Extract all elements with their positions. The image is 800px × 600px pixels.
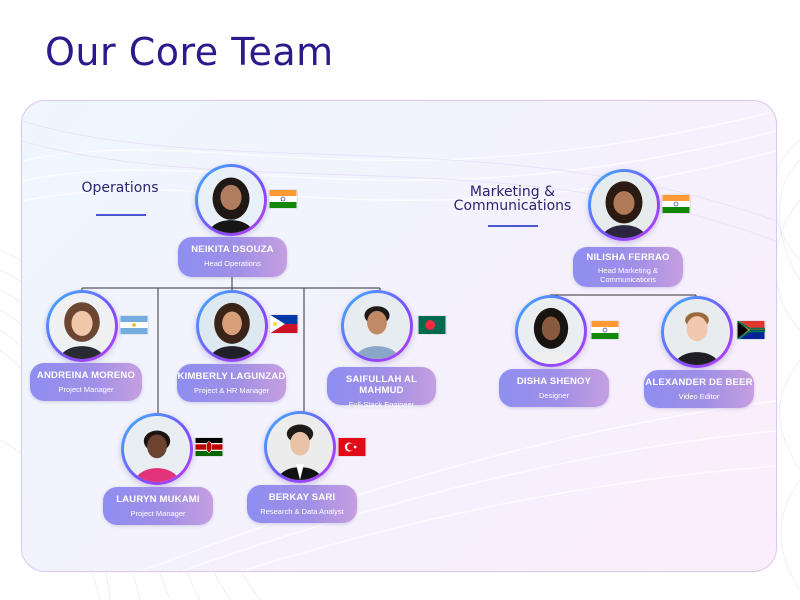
section-label-marketing: Marketing & Communications (440, 185, 585, 213)
person-name: BERKAY SARI (268, 492, 336, 503)
avatar-kimberly-lagunzad (196, 290, 268, 362)
person-role: Project Manager (130, 509, 186, 518)
namecard-lauryn-mukami: LAURYN MUKAMI Project Manager (103, 487, 213, 525)
avatar-alexander-de-beer (661, 296, 733, 368)
flag-south-africa-icon (737, 321, 765, 339)
person-name: DISHA SHENOY (516, 376, 592, 387)
namecard-nilisha-ferrao: NILISHA FERRAO Head Marketing & Communic… (573, 247, 683, 287)
person-name: ALEXANDER DE BEER (645, 377, 753, 388)
avatar-lauryn-mukami (121, 413, 193, 485)
person-name: SAIFULLAH AL MAHMUD (345, 374, 418, 396)
namecard-neikita-dsouza: NEIKITA DSOUZA Head Operations (178, 237, 287, 277)
namecard-disha-shenoy: DISHA SHENOY Designer (499, 369, 609, 407)
namecard-saifullah-al-mahmud: SAIFULLAH AL MAHMUD Full-Stack Engineer (327, 367, 436, 409)
flag-kenya-icon (195, 438, 223, 456)
person-role-line1: Head Marketing & (597, 266, 659, 275)
namecard-alexander-de-beer: ALEXANDER DE BEER Video Editor (644, 370, 754, 408)
person-role: Project & HR Manager (193, 386, 270, 395)
namecard-berkay-sari: BERKAY SARI Research & Data Analyst (247, 485, 357, 523)
person-role: Video Editor (678, 392, 720, 401)
person-role: Full-Stack Engineer (348, 400, 415, 409)
namecard-kimberly-lagunzad: KIMBERLY LAGUNZAD Project & HR Manager (177, 364, 286, 402)
person-name: ANDREINA MORENO (36, 370, 136, 381)
flag-philippines-icon (270, 315, 298, 333)
card-wave-pattern (22, 110, 776, 571)
person-name: NEIKITA DSOUZA (191, 244, 274, 255)
avatar-nilisha-ferrao (588, 169, 660, 241)
namecard-andreina-moreno: ANDREINA MORENO Project Manager (30, 363, 142, 401)
person-role: Project Manager (58, 385, 114, 394)
person-name: NILISHA FERRAO (586, 252, 670, 263)
flag-bangladesh-icon (418, 316, 446, 334)
person-name: KIMBERLY LAGUNZAD (177, 371, 286, 382)
flag-india-icon (269, 190, 297, 208)
section-label-operations: Operations (70, 181, 170, 195)
avatar-saifullah-al-mahmud (341, 290, 413, 362)
person-role: Head Operations (204, 259, 261, 268)
section-underline-operations (96, 214, 146, 216)
section-underline-marketing (488, 225, 538, 227)
section-operations-text: Operations (81, 180, 159, 196)
avatar-disha-shenoy (515, 295, 587, 367)
avatar-neikita-dsouza (195, 164, 267, 236)
section-marketing-line2: Communications (453, 198, 572, 214)
flag-india-icon (591, 321, 619, 339)
section-marketing-line1: Marketing & (469, 184, 556, 200)
avatar-berkay-sari (264, 411, 336, 483)
person-role: Research & Data Analyst (260, 507, 344, 516)
page-title: Our Core Team (45, 30, 334, 74)
avatar-andreina-moreno (46, 290, 118, 362)
person-name: LAURYN MUKAMI (116, 494, 200, 505)
flag-india-icon (662, 195, 690, 213)
person-role: Designer (538, 391, 569, 400)
flag-turkey-icon (338, 438, 366, 456)
person-role-line2: Communications (600, 275, 656, 284)
flag-argentina-icon (120, 316, 148, 334)
